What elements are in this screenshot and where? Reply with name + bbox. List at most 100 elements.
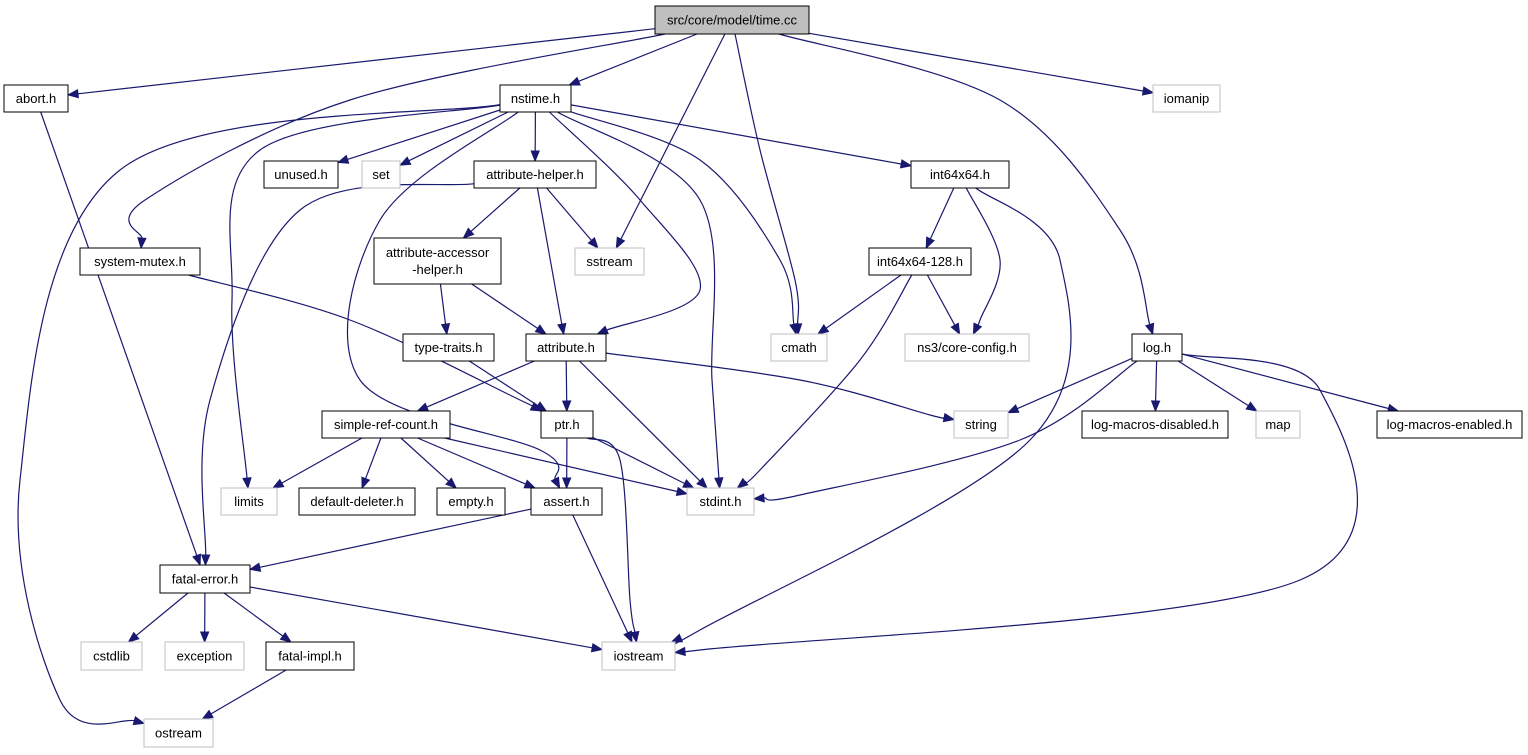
node-attribute-accessor-helper-h[interactable]: attribute-accessor-helper.h (373, 237, 502, 285)
edge-time-cc-to-system-mutex-h (128, 33, 666, 250)
node-attribute-helper-h[interactable]: attribute-helper.h (473, 160, 597, 189)
node-label: ostream (155, 726, 202, 741)
edge-line (734, 33, 800, 325)
node-set: set (361, 160, 401, 189)
node-assert-h[interactable]: assert.h (530, 487, 603, 516)
node-box (402, 333, 495, 362)
edge-type-traits-h-to-ptr-h (468, 360, 548, 412)
edge-arrowhead (530, 150, 540, 163)
node-abort-h[interactable]: abort.h (3, 84, 69, 113)
edge-line (668, 187, 1072, 648)
node-label: ns3/core-config.h (917, 340, 1017, 355)
node-simple-ref-count-h[interactable]: simple-ref-count.h (321, 410, 451, 439)
edge-arrowhead (66, 89, 79, 99)
node-fatal-impl-h[interactable]: fatal-impl.h (265, 641, 355, 671)
node-box (164, 641, 245, 671)
edge-arrowhead (242, 477, 252, 490)
node-int64x64-h[interactable]: int64x64.h (910, 160, 1010, 189)
edge-line (926, 274, 956, 326)
edge-simple-ref-count-h-to-default-deleter-h (361, 437, 382, 490)
edge-line (17, 104, 501, 725)
edge-arrowhead (248, 562, 262, 572)
node-ptr-h[interactable]: ptr.h (540, 410, 594, 439)
edge-line (471, 283, 538, 329)
edge-log-h-to-iostream (650, 353, 1359, 657)
node-label: simple-ref-count.h (334, 417, 438, 432)
edge-line (620, 33, 726, 240)
edge-arrowhead (201, 709, 214, 720)
edge-arrowhead (1145, 322, 1155, 336)
edge-line (570, 104, 902, 165)
edge-nstime-h-to-assert-h (346, 111, 561, 490)
edge-arrowhead (279, 632, 292, 643)
node-default-deleter-h[interactable]: default-deleter.h (298, 487, 416, 516)
edge-simple-ref-count-h-to-empty-h (400, 437, 458, 489)
edge-nstime-h-to-attribute-helper-h (530, 111, 540, 163)
node-type-traits-h[interactable]: type-traits.h (402, 333, 495, 362)
edge-line (744, 274, 913, 484)
edge-arrowhead (925, 236, 935, 250)
node-box (499, 84, 572, 113)
edge-attribute-accessor-helper-h-to-type-traits-h (439, 283, 451, 336)
edge-line (1177, 360, 1249, 407)
edge-arrowhead (192, 553, 202, 567)
edge-fatal-impl-h-to-ostream (201, 669, 287, 720)
edge-arrowhead (630, 630, 640, 644)
edge-line (444, 437, 678, 493)
edge-arrowhead (416, 402, 430, 412)
node-label: attribute-accessor (386, 245, 490, 260)
node-box (1152, 84, 1221, 113)
node-unused-h[interactable]: unused.h (263, 160, 339, 189)
node-box (361, 160, 401, 189)
node-box (79, 247, 201, 276)
edge-arrowhead (816, 324, 830, 335)
node-label: sstream (586, 254, 632, 269)
edge-arrowhead (623, 630, 633, 644)
node-label: ptr.h (554, 417, 579, 432)
node-label: src/core/model/time.cc (667, 13, 798, 28)
node-box (910, 160, 1010, 189)
node-label: cmath (781, 340, 816, 355)
edge-arrowhead (899, 159, 913, 169)
node-box (574, 247, 645, 276)
edge-line (259, 508, 532, 568)
edge-time-cc-to-sstream (615, 33, 726, 250)
node-sstream: sstream (574, 247, 645, 276)
node-box (540, 410, 594, 439)
node-label: attribute.h (537, 340, 595, 355)
edge-line (570, 111, 795, 325)
edge-arrowhead (445, 477, 458, 489)
node-box (298, 487, 416, 516)
node-stdint-h: stdint.h (686, 487, 755, 516)
edge-line (572, 514, 629, 634)
edge-line (40, 111, 198, 556)
node-empty-h[interactable]: empty.h (436, 487, 506, 516)
edge-arrowhead (534, 324, 548, 335)
edge-log-h-to-log-macros-disabled-h (1150, 360, 1161, 413)
edge-arrowhead (587, 236, 599, 250)
node-fatal-error-h[interactable]: fatal-error.h (159, 564, 251, 594)
edge-fatal-error-h-to-cstdlib (127, 592, 189, 643)
node-attribute-h[interactable]: attribute.h (525, 333, 607, 362)
edge-arrowhead (361, 476, 371, 490)
edge-int64x64-h-to-ns3-core-config-h (965, 187, 1001, 336)
node-box (436, 487, 506, 516)
node-time-cc[interactable]: src/core/model/time.cc (654, 5, 810, 35)
edge-arrowhead (1150, 400, 1161, 413)
node-label: int64x64.h (930, 167, 990, 182)
edge-ptr-h-to-iostream (586, 437, 640, 644)
node-log-macros-disabled-h[interactable]: log-macros-disabled.h (1081, 410, 1229, 439)
node-nstime-h[interactable]: nstime.h (499, 84, 572, 113)
edge-attribute-h-to-string (605, 352, 956, 423)
node-label: unused.h (274, 167, 328, 182)
node-system-mutex-h[interactable]: system-mutex.h (79, 247, 201, 276)
node-box (263, 160, 339, 189)
node-int64x64-128-h[interactable]: int64x64-128.h (868, 247, 972, 276)
node-box (1255, 410, 1301, 439)
node-log-h[interactable]: log.h (1131, 333, 1183, 362)
edge-line (778, 33, 1151, 325)
edge-line (586, 437, 636, 633)
edge-arrowhead (670, 633, 684, 643)
node-log-macros-enabled-h[interactable]: log-macros-enabled.h (1376, 410, 1523, 439)
edge-int64x64-128-h-to-ns3-core-config-h (926, 274, 961, 336)
